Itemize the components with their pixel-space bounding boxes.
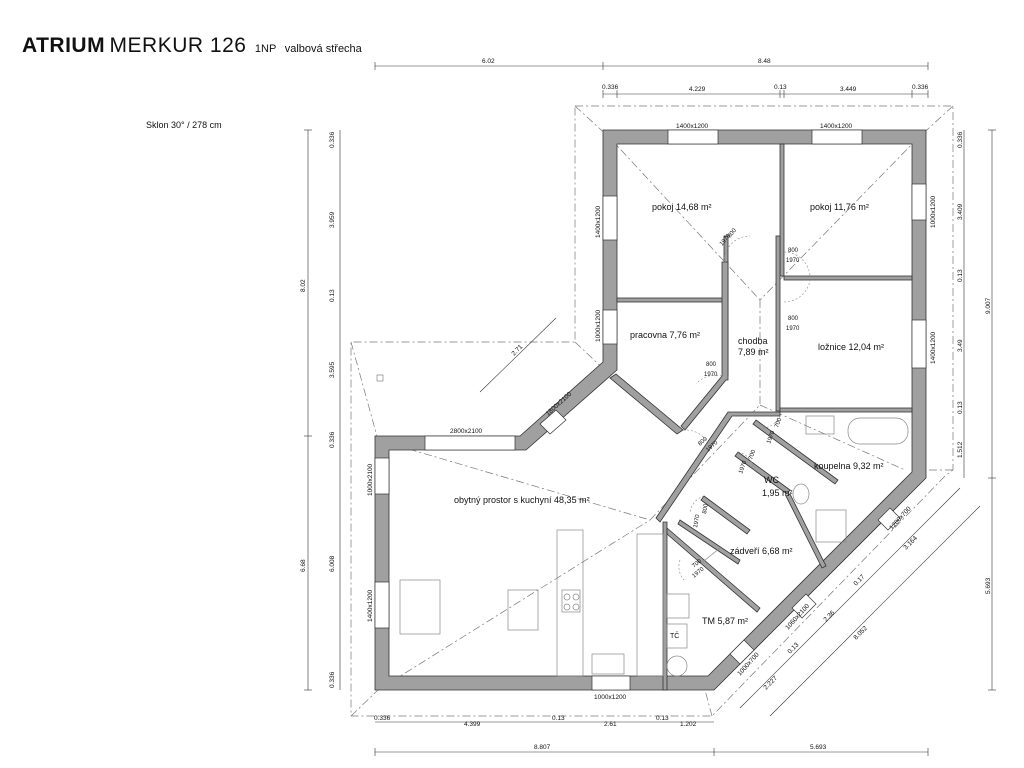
dim-top-p2: 4.229 [689,86,706,93]
dim-left-total-b: 6.68 [300,559,307,572]
door-label: 1970 [704,372,718,378]
dim-left-p1: 0.336 [329,131,336,148]
room-wc: WC [764,475,779,485]
roof-slope-label: Sklon 30° / 278 cm [146,120,222,130]
door-label: 700 [774,417,783,429]
window-label: 1000x1200 [595,309,602,342]
dim-top-p1: 0.336 [602,84,619,91]
heat-pump-label: TČ [670,631,679,640]
dim-top-total-b: 8.48 [758,58,771,65]
room-chodba-area: 7,89 m² [738,347,769,357]
dim-left-p5: 0.336 [329,431,336,448]
window-label: 1400x1200 [930,331,937,364]
title-brand: ATRIUM [22,34,106,57]
title-roof-type: valbová střecha [284,43,362,55]
room-koupelna: koupelna 9,32 m² [814,461,884,471]
dim-left-p6: 6.008 [329,555,336,572]
dim-bottom-p1: 0.336 [374,715,391,722]
door-label: 800 [788,248,799,254]
dim-diag-4: 2.36 [822,609,836,623]
dim-right-p4: 3.49 [957,339,964,352]
dim-diag-7: 8.052 [852,625,869,642]
dim-left-p3: 0.13 [329,289,336,302]
dimension-lines [304,62,996,756]
door-label: 1970 [738,459,748,474]
dim-right-p3: 0.13 [957,269,964,282]
dim-diag-2: 3.164 [902,535,919,552]
window-label: 1000x1200 [594,694,627,701]
dim-diag-6: 2.227 [762,675,779,692]
dim-top-p3: 0.13 [774,84,787,91]
door-swings [678,235,811,581]
room-pracovna: pracovna 7,76 m² [630,330,700,340]
dim-bottom-p4: 2.61 [604,721,617,728]
room-wc-area: 1,95 m² [762,488,793,498]
dim-right-p2: 3.409 [957,203,964,220]
dim-top-p4: 3.449 [840,86,857,93]
door-label: 800 [788,316,799,322]
room-chodba: chodba [738,336,768,346]
door-label: 1970 [693,514,701,529]
window-label: 1400x1200 [820,123,853,130]
dim-left-p7: 0.336 [329,671,336,688]
dim-bottom-total-b: 5.693 [810,744,827,751]
window-label: 1400x1200 [367,589,374,622]
roof-outline [350,105,954,717]
door-label: 700 [691,558,703,569]
door-label: 800 [697,436,709,448]
door-label: 1970 [786,258,800,264]
door-label: 800 [702,503,710,515]
dim-diag-5: 0.13 [786,641,800,655]
dim-diag-3: 0.17 [852,573,866,587]
fixtures [376,374,909,677]
dim-bottom-p2: 4.399 [464,721,481,728]
window-label: 2800x2100 [450,428,483,435]
dim-right-total-b: 5.693 [985,577,992,594]
window-label: 1400x1200 [595,205,602,238]
dim-bottom-total-a: 8.807 [534,744,551,751]
title-model: MERKUR 126 [109,34,247,57]
outer-walls [374,129,927,691]
room-pokoj-2: pokoj 11,76 m² [810,202,869,212]
window-label: 1400x1200 [676,123,709,130]
dim-top-total-a: 6.02 [482,58,495,65]
room-zadveri: zádveří 6,68 m² [730,546,793,556]
dim-right-total-a: 9.007 [985,297,992,314]
room-labels: pokoj 14,68 m² pokoj 11,76 m² pracovna 7… [454,202,884,640]
dim-top-p5: 0.336 [912,84,929,91]
windows [374,129,927,691]
dim-right-p1: 0.336 [957,131,964,148]
door-label: 700 [748,449,757,461]
door-label: 1970 [786,326,800,332]
room-pokoj-1: pokoj 14,68 m² [652,202,712,212]
room-loznice: ložnice 12,04 m² [818,342,884,352]
window-label: 1000x2100 [367,463,374,496]
dim-bottom-p5: 0.13 [656,715,669,722]
room-obytny-prostor: obytný prostor s kuchyní 48,35 m² [454,495,590,505]
room-tm: TM 5,87 m² [702,616,748,626]
door-label: 800 [727,227,738,239]
window-label: 1000x1200 [930,195,937,228]
door-label: 800 [706,362,717,368]
door-label: 1970 [766,429,776,444]
inner-walls [609,143,913,691]
dim-left-p2: 3.959 [329,211,336,228]
page-title: ATRIUM MERKUR 126 1NP valbová střecha [22,34,362,58]
dim-bottom-p3: 0.13 [552,715,565,722]
dim-right-p5: 0.13 [957,401,964,414]
dim-right-p6: 1.512 [957,441,964,458]
dim-left-total-a: 8.02 [300,279,307,292]
dim-left-p4: 3.595 [329,361,336,378]
dim-bottom-p6: 1.202 [680,721,697,728]
title-floor: 1NP [254,43,277,55]
